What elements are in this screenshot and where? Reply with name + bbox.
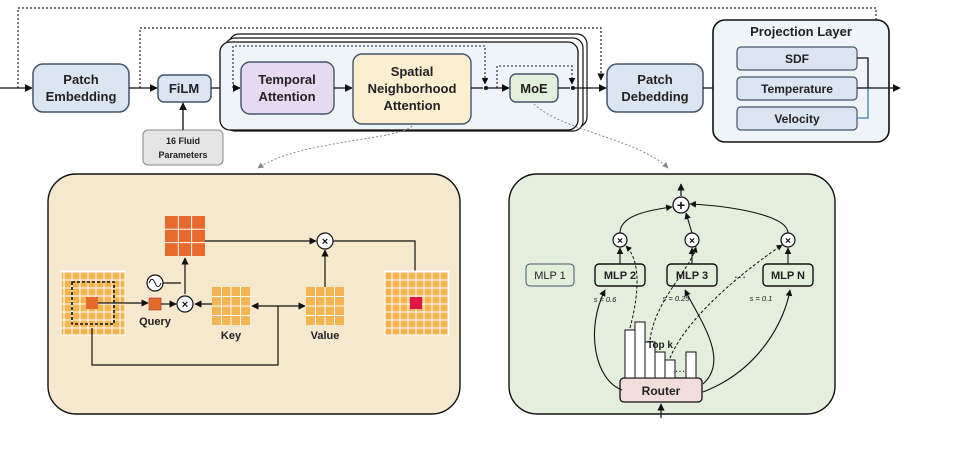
projection-grid-top — [165, 216, 205, 256]
mlp-n-label: MLP N — [771, 270, 805, 282]
neighborhood-attention-panel — [47, 173, 461, 415]
multiply-icon-qk — [176, 295, 194, 313]
fluid-parameters-label-2: Parameters — [158, 150, 207, 160]
svg-text:×: × — [617, 236, 623, 247]
moe-label: MoE — [520, 81, 548, 96]
score-label-2: s = 0.25 — [663, 294, 691, 303]
sdf-label: SDF — [785, 52, 809, 66]
topk-label: Top k — [647, 340, 673, 351]
patch-embedding-label-2: Embedding — [46, 89, 117, 104]
film-label: FiLM — [169, 81, 199, 96]
svg-text:×: × — [182, 299, 188, 311]
key-grid — [212, 287, 250, 325]
patch-debedding-label-2: Debedding — [621, 89, 688, 104]
temporal-attention-box — [240, 61, 335, 115]
score-label-3: s = 0.1 — [750, 294, 773, 303]
temporal-attention-label-2: Attention — [258, 89, 315, 104]
patch-embedding-label-1: Patch — [63, 72, 98, 87]
svg-text:…: … — [675, 363, 686, 375]
plus-icon — [672, 196, 690, 214]
temporal-attention-label-1: Temporal — [258, 72, 316, 87]
velocity-label: Velocity — [774, 112, 820, 126]
mlp-1-label: MLP 1 — [534, 270, 566, 282]
patch-debedding-label-1: Patch — [637, 72, 672, 87]
temperature-label: Temperature — [761, 82, 833, 96]
svg-text:×: × — [689, 236, 695, 247]
fluid-parameters-label-1: 16 Fluid — [166, 136, 200, 146]
router-label: Router — [642, 384, 681, 398]
value-grid — [306, 287, 344, 325]
mlp-3-label: MLP 3 — [676, 270, 708, 282]
projection-layer-title: Projection Layer — [750, 24, 852, 39]
query-label: Query — [139, 316, 172, 328]
mlp-1-box — [525, 263, 575, 287]
output-feature-grid — [384, 270, 450, 336]
mlp-ellipsis: … — [734, 266, 747, 281]
spatial-attention-box — [352, 53, 472, 125]
mlp-2-label: MLP 2 — [604, 270, 636, 282]
value-label: Value — [311, 330, 340, 342]
skip-connection-inner — [139, 27, 605, 88]
svg-text:×: × — [785, 236, 791, 247]
router-score-histogram — [624, 321, 697, 379]
key-label: Key — [221, 330, 242, 342]
svg-text:×: × — [322, 236, 328, 248]
svg-text:+: + — [677, 197, 685, 213]
spatial-attention-label-2: Neighborhood — [368, 81, 457, 96]
spatial-attention-label-1: Spatial — [391, 64, 434, 79]
moe-panel — [508, 173, 836, 415]
score-label-1: s = 0.6 — [594, 295, 618, 304]
spatial-attention-label-3: Attention — [383, 98, 440, 113]
query-cell — [148, 297, 162, 311]
